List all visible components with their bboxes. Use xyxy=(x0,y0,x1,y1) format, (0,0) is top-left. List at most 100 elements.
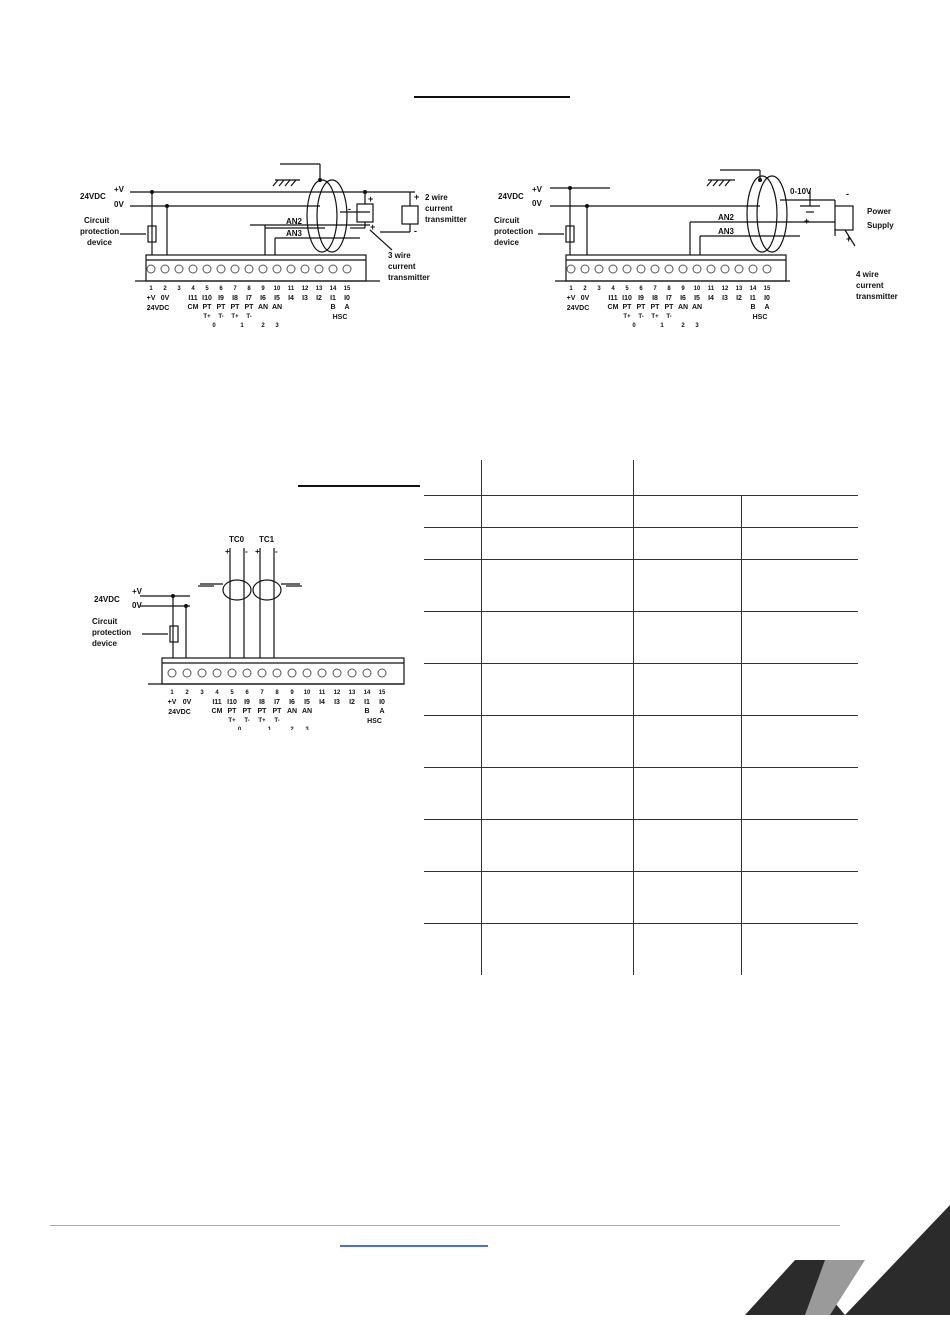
terminal-label: I9 xyxy=(638,295,644,302)
plus-v-label: +V xyxy=(114,185,125,194)
terminal-number: 3 xyxy=(177,286,181,292)
terminal-number: 7 xyxy=(260,690,264,696)
terminal-number: 5 xyxy=(625,286,629,292)
section-title-underline xyxy=(414,96,570,98)
svg-text:-: - xyxy=(245,547,248,556)
terminal-label: I7 xyxy=(666,295,672,302)
group-polarity: T- xyxy=(218,314,223,320)
wiring-diagram-thermocouple: +V 0V 24VDC Circuit protection device TC… xyxy=(92,535,405,730)
terminal-label: I2 xyxy=(349,699,355,706)
terminal-function: AN xyxy=(678,304,688,311)
terminal-function: A xyxy=(344,304,349,311)
terminal-label: I9 xyxy=(218,295,224,302)
group-number: 3 xyxy=(275,323,279,329)
terminal-number: 6 xyxy=(245,690,249,696)
svg-text:current: current xyxy=(388,262,416,271)
terminal-number: 6 xyxy=(219,286,223,292)
terminal-label: I8 xyxy=(232,295,238,302)
four-wire-label: 4 wire xyxy=(856,270,879,279)
footer-link[interactable] xyxy=(340,1245,488,1247)
group-number: 1 xyxy=(268,727,272,730)
terminal-number: 15 xyxy=(344,286,351,292)
group-polarity: T+ xyxy=(258,718,266,724)
circuit-protection-label: Circuit xyxy=(84,216,110,225)
terminal-number: 10 xyxy=(694,286,701,292)
terminal-function: B xyxy=(364,708,369,715)
brand-logo xyxy=(745,1205,950,1315)
an2-label: AN2 xyxy=(718,213,735,222)
zero-v-label: 0V xyxy=(132,601,142,610)
terminal-number: 9 xyxy=(290,690,294,696)
terminal-function: AN xyxy=(692,304,702,311)
terminal-label: I4 xyxy=(288,295,294,302)
terminal-number: 4 xyxy=(191,286,195,292)
terminal-label: I4 xyxy=(319,699,325,706)
terminal-function: PT xyxy=(637,304,647,311)
hsc-label: HSC xyxy=(753,314,768,321)
terminal-label: I2 xyxy=(736,295,742,302)
circuit-protection-label: Circuit xyxy=(494,216,520,225)
an3-label: AN3 xyxy=(286,229,303,238)
terminal-label: I5 xyxy=(694,295,700,302)
an2-label: AN2 xyxy=(286,217,303,226)
terminal-function: PT xyxy=(651,304,661,311)
svg-text:-: - xyxy=(275,547,278,556)
svg-text:-: - xyxy=(348,204,351,214)
terminal-number: 5 xyxy=(205,286,209,292)
three-wire-label: 3 wire xyxy=(388,251,411,260)
terminal-number: 3 xyxy=(597,286,601,292)
supply-terminal-label: 24VDC xyxy=(147,305,170,312)
terminal-number: 2 xyxy=(163,286,167,292)
terminal-label: I5 xyxy=(274,295,280,302)
circuit-protection-label: Circuit xyxy=(92,617,118,626)
svg-text:+: + xyxy=(225,547,230,556)
terminal-label: I4 xyxy=(708,295,714,302)
hsc-label: HSC xyxy=(367,718,382,725)
terminal-function: PT xyxy=(231,304,241,311)
group-polarity: T+ xyxy=(231,314,239,320)
svg-text:device: device xyxy=(92,639,117,648)
svg-text:Supply: Supply xyxy=(867,221,894,230)
terminal-function: PT xyxy=(245,304,255,311)
terminal-function: PT xyxy=(217,304,227,311)
group-number: 1 xyxy=(660,323,664,329)
terminal-number: 14 xyxy=(364,690,371,696)
terminal-label: I8 xyxy=(259,699,265,706)
terminal-function: CM xyxy=(608,304,619,311)
svg-text:transmitter: transmitter xyxy=(425,215,467,224)
group-polarity: T- xyxy=(244,718,249,724)
terminal-number: 8 xyxy=(247,286,251,292)
group-polarity: T- xyxy=(666,314,671,320)
range-label: 0-10V xyxy=(790,187,812,196)
svg-text:transmitter: transmitter xyxy=(388,273,430,282)
terminal-number: 9 xyxy=(681,286,685,292)
power-supply-label: Power xyxy=(867,207,891,216)
group-number: 2 xyxy=(290,727,294,730)
terminal-label: I10 xyxy=(622,295,632,302)
terminal-number: 7 xyxy=(653,286,657,292)
group-number: 0 xyxy=(238,727,242,730)
terminal-number: 12 xyxy=(722,286,729,292)
terminal-number: 1 xyxy=(149,286,153,292)
svg-text:protection: protection xyxy=(80,227,119,236)
wiring-diagram-4-wire: +V 0V 24VDC Circuit protection device AN… xyxy=(494,169,898,329)
terminal-label: I1 xyxy=(330,295,336,302)
group-polarity: T+ xyxy=(623,314,631,320)
terminal-number: 14 xyxy=(750,286,757,292)
terminal-function: A xyxy=(379,708,384,715)
terminal-label: I11 xyxy=(188,295,197,302)
supply-label: 24VDC xyxy=(498,192,524,201)
svg-text:+: + xyxy=(255,547,260,556)
hsc-label: HSC xyxy=(333,314,348,321)
terminal-label: +V xyxy=(147,295,156,302)
terminal-number: 13 xyxy=(736,286,743,292)
terminal-label: I10 xyxy=(227,699,237,706)
terminal-number: 6 xyxy=(639,286,643,292)
terminal-number: 9 xyxy=(261,286,265,292)
terminal-number: 4 xyxy=(611,286,615,292)
terminal-label: I6 xyxy=(260,295,266,302)
terminal-label: I1 xyxy=(750,295,756,302)
terminal-number: 2 xyxy=(583,286,587,292)
wiring-diagram-2-3-wire: +V 0V 24VDC Circuit protection device AN… xyxy=(80,163,467,329)
specification-table xyxy=(424,460,858,975)
